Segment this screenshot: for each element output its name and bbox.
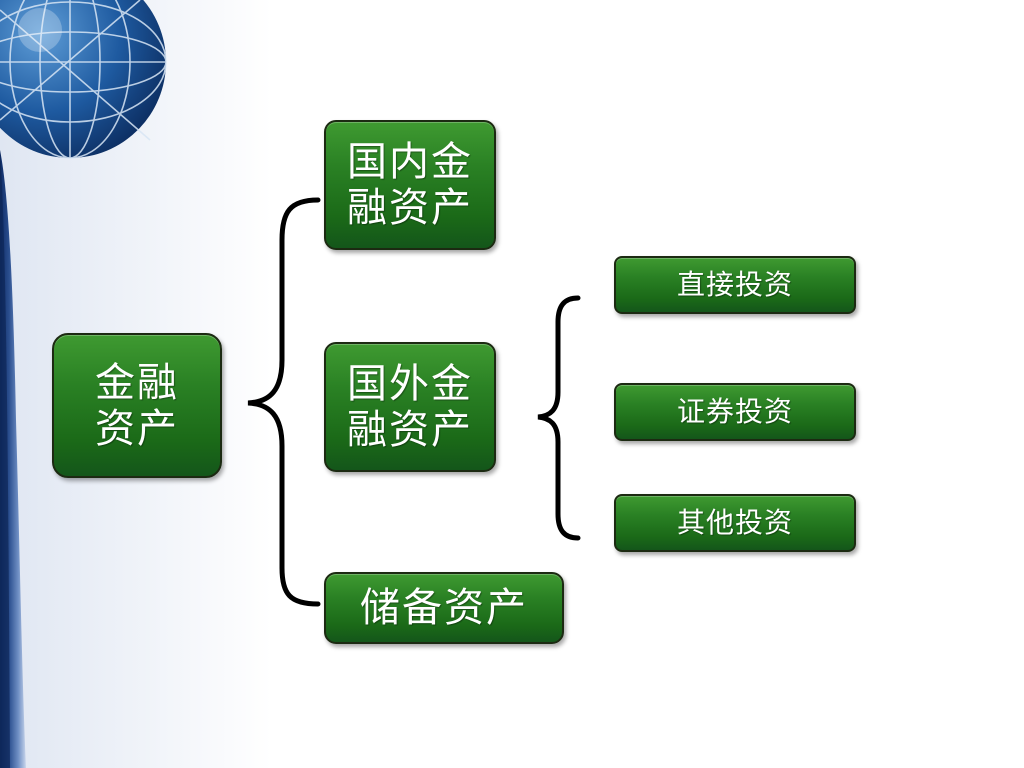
node-label: 国内金融资产	[347, 139, 473, 231]
node-foreign-financial-assets: 国外金融资产	[324, 342, 496, 472]
node-label: 金融资产	[95, 359, 179, 452]
brace-right	[537, 295, 581, 541]
node-financial-assets: 金融资产	[52, 333, 222, 478]
node-label: 其他投资	[676, 506, 793, 539]
node-other-investment: 其他投资	[614, 494, 856, 552]
node-securities-investment: 证券投资	[614, 383, 856, 441]
node-direct-investment: 直接投资	[614, 256, 856, 314]
globe-icon	[0, 0, 167, 159]
node-domestic-financial-assets: 国内金融资产	[324, 120, 496, 250]
node-label: 国外金融资产	[347, 361, 473, 453]
node-reserve-assets: 储备资产	[324, 572, 564, 644]
node-label: 证券投资	[676, 395, 793, 428]
node-label: 储备资产	[360, 585, 528, 631]
node-label: 直接投资	[676, 268, 793, 301]
